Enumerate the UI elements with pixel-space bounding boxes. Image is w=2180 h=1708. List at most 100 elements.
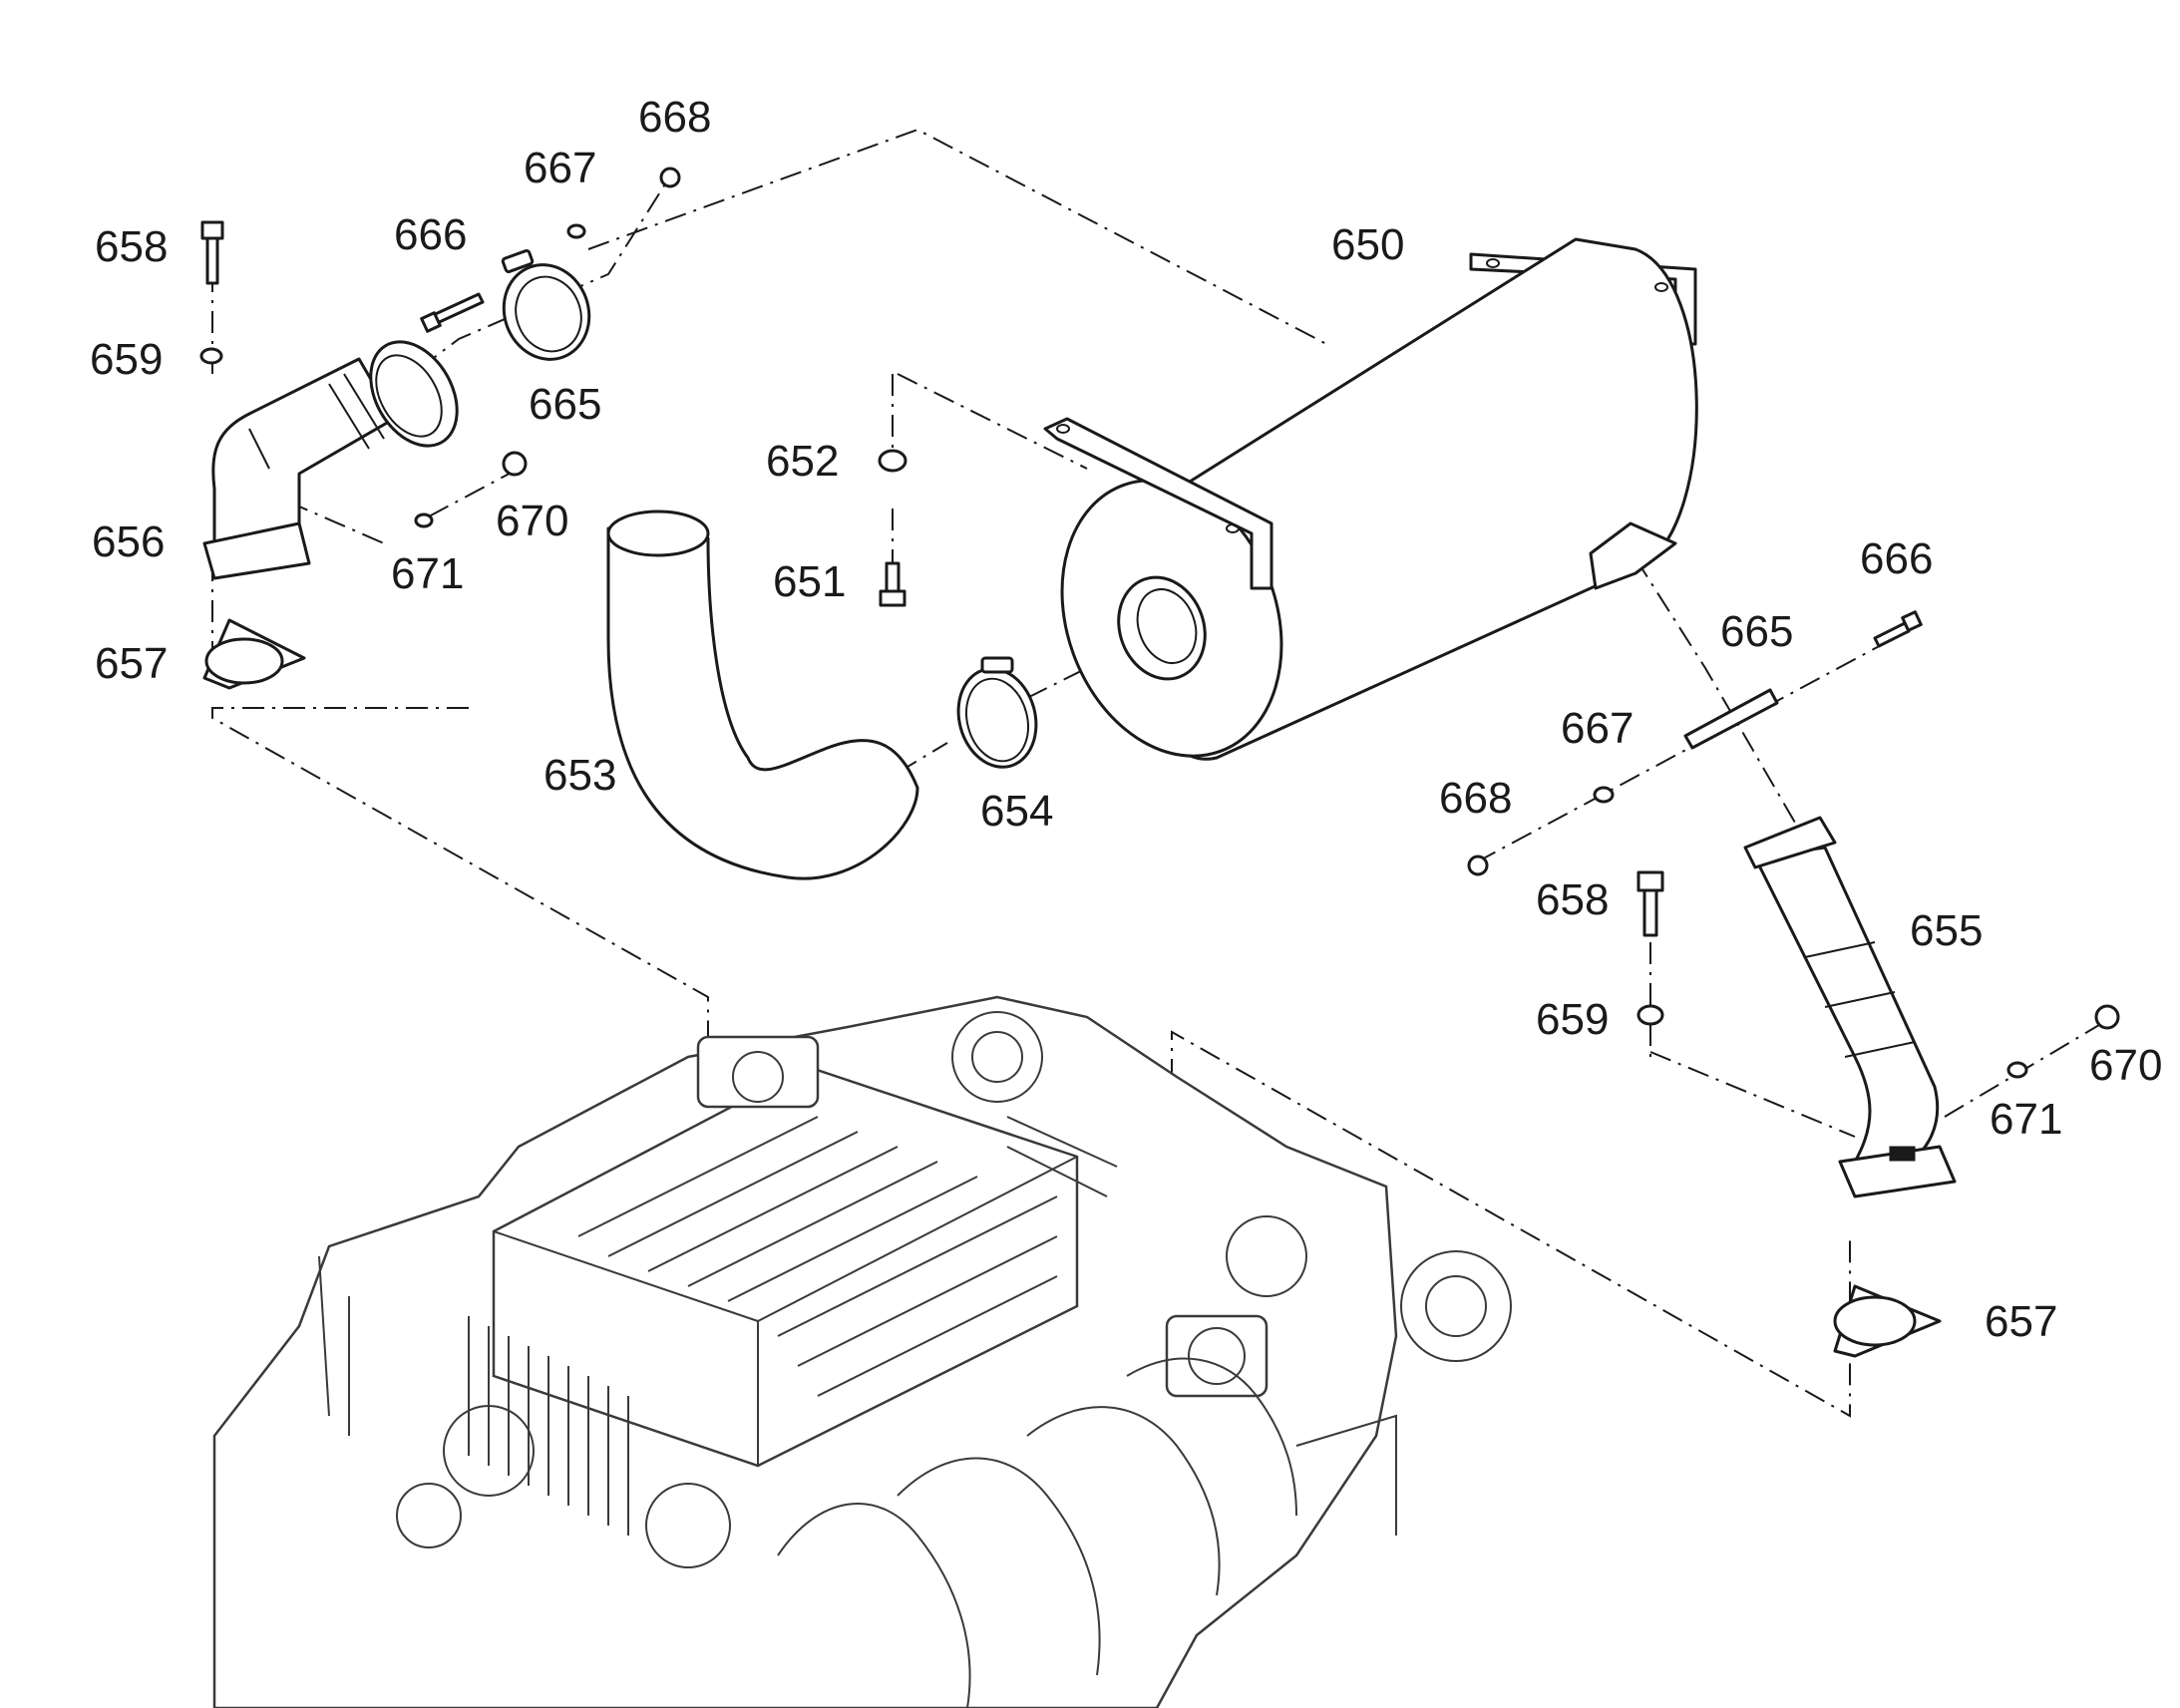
bolt-658-left-shank — [205, 236, 219, 285]
muffler-outlet-inner — [1136, 588, 1198, 664]
washer-659-left — [199, 347, 223, 365]
bolt-658-left-head — [200, 220, 224, 240]
cylinder-bank-3 — [1026, 1406, 1221, 1596]
clamp-665-left-inner — [515, 275, 582, 353]
cylinder-bank-1 — [777, 1503, 971, 1708]
plug-670-right — [2094, 1004, 2120, 1030]
part-667-washer-right — [1593, 786, 1615, 804]
part-666-bolt-right — [1873, 610, 1923, 648]
pipe-656-body — [211, 357, 396, 545]
engine-port-left — [732, 1051, 784, 1103]
callout-656: 656 — [92, 517, 165, 566]
callout-654: 654 — [980, 787, 1053, 836]
part-657-gasket-right — [1833, 1284, 1942, 1358]
engine-flange-right — [1165, 1314, 1269, 1398]
muffler-bracket-hole-2 — [1226, 523, 1240, 533]
callout-671-right: 671 — [1990, 1095, 2062, 1144]
plug-670-left — [502, 451, 528, 477]
clamp-665-right-band — [1683, 688, 1779, 750]
gasket-657-right-hole — [1833, 1295, 1917, 1347]
callout-labels: 650 651 652 653 654 655 656 657 657 658 … — [90, 93, 2162, 1346]
part-650-muffler — [1043, 237, 1698, 761]
part-652-washer — [878, 449, 908, 473]
elbow-pipe-body — [606, 526, 919, 880]
bolt-658-right-shank — [1642, 888, 1658, 937]
part-655-exhaust-pipe-right — [1743, 816, 1957, 1198]
part-668-nut-right — [1467, 854, 1489, 876]
leader-line-clamp-muffler — [587, 128, 1327, 345]
leader-line-muffler-655 — [1635, 557, 1796, 824]
part-653-elbow-pipe — [606, 510, 919, 880]
part-658-bolt-right — [1636, 870, 1664, 937]
engine-assembly — [212, 995, 1512, 1708]
throttle-body-center — [645, 1483, 731, 1568]
engine-right-side — [1295, 1414, 1397, 1536]
clamp-654-bolt — [980, 656, 1014, 674]
engine-port-right — [1188, 1327, 1246, 1385]
washer-667-left — [566, 223, 586, 239]
leader-line-668-666 — [1475, 642, 1886, 863]
part-671-seal-left — [414, 512, 434, 528]
leader-line-659-655 — [1649, 1051, 1856, 1138]
bolt-666-right-shank — [1873, 621, 1911, 648]
callout-655: 655 — [1910, 906, 1983, 955]
leader-line-654-muffler — [1026, 662, 1098, 699]
part-665-clamp-right — [1683, 688, 1779, 750]
washer-652 — [878, 449, 908, 473]
callout-666-right: 666 — [1860, 534, 1933, 583]
leader-line-671-670 — [428, 468, 520, 517]
gasket-657-left-hole — [204, 637, 284, 685]
callout-670-right: 670 — [2089, 1041, 2162, 1090]
callout-657-left: 657 — [95, 639, 168, 688]
turbo-right-inner — [1425, 1275, 1487, 1337]
part-667-washer-left — [566, 223, 586, 239]
turbo-right-housing — [1400, 1250, 1512, 1362]
callout-653: 653 — [544, 751, 616, 800]
callout-667-left: 667 — [524, 144, 596, 192]
manifold-ribs — [577, 1116, 978, 1302]
turbo-right — [1226, 1215, 1307, 1297]
callout-665-right: 665 — [1720, 607, 1793, 656]
part-659-washer-left — [199, 347, 223, 365]
throttle-body-left — [443, 1405, 535, 1497]
muffler-bracket-hole-4 — [1654, 282, 1668, 292]
bolt-651-head — [879, 589, 907, 607]
pipe-655-ribs — [1804, 941, 1916, 1058]
part-657-gasket-left — [202, 618, 306, 690]
elbow-pipe-inlet — [606, 510, 710, 557]
pipe-655-body — [1753, 846, 1940, 1164]
washer-659-right — [1636, 1004, 1664, 1026]
part-666-bolt-left — [420, 292, 485, 333]
turbo-left — [951, 1011, 1043, 1103]
nut-668-left — [659, 167, 681, 188]
engine-sensor — [396, 1483, 462, 1548]
part-651-bolt — [879, 561, 907, 607]
pipe-656-flange — [202, 521, 311, 580]
pipe-655-inlet — [1743, 816, 1837, 869]
leader-line-left-flange — [211, 707, 709, 1057]
engine-hoses — [1006, 1116, 1118, 1197]
pipe-656-ribs — [248, 373, 385, 470]
callout-657-right: 657 — [1985, 1297, 2057, 1346]
nut-668-right — [1467, 854, 1489, 876]
callout-671-left: 671 — [391, 549, 464, 598]
engine-flange-left — [696, 1035, 820, 1109]
muffler-front-bracket — [1043, 417, 1273, 590]
part-671-seal-right — [2006, 1061, 2028, 1079]
part-659-washer-right — [1636, 1004, 1664, 1026]
callout-667-right: 667 — [1561, 704, 1634, 753]
part-665-clamp-left — [501, 248, 591, 361]
callout-665-left: 665 — [529, 380, 601, 429]
part-670-plug-right — [2094, 1004, 2120, 1030]
part-654-clamp — [956, 656, 1038, 769]
cylinder-bank-2 — [897, 1457, 1101, 1676]
intercooler-fins — [468, 1316, 629, 1536]
muffler-bracket-hole-1 — [1056, 424, 1070, 434]
callout-659-right: 659 — [1536, 995, 1609, 1044]
seal-671-left — [414, 512, 434, 528]
callout-668-right: 668 — [1439, 774, 1512, 823]
callout-651: 651 — [773, 557, 846, 606]
callout-668-left: 668 — [638, 93, 711, 142]
leader-line-652-muffler — [897, 373, 1088, 470]
part-668-nut-left — [659, 167, 681, 188]
